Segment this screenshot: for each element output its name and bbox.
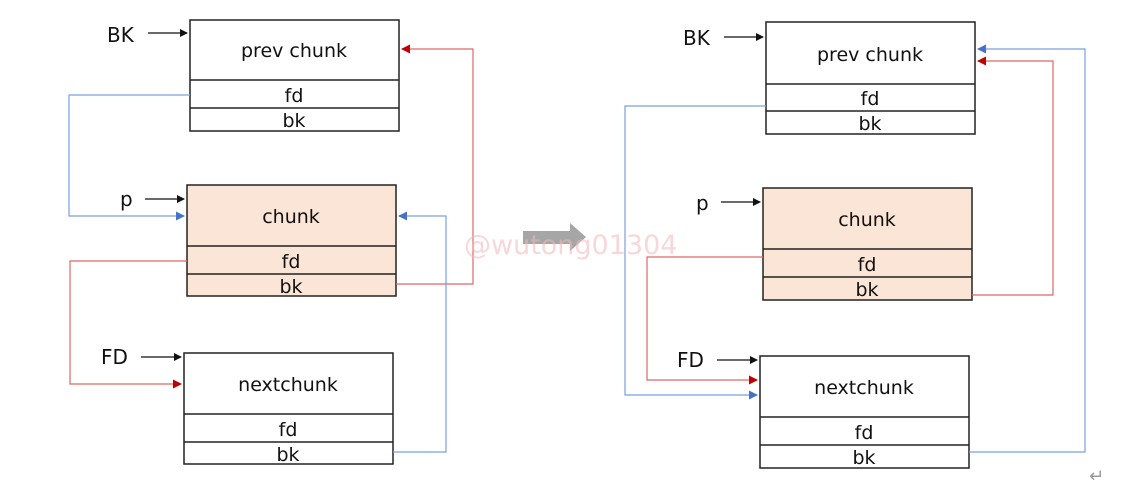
- bk-pointer-label: BK: [107, 23, 135, 47]
- nextchunk-block: nextchunk fd bk: [183, 352, 394, 466]
- nextchunk-block: nextchunk fd bk: [759, 355, 970, 469]
- chunk-block: chunk fd bk: [762, 187, 973, 301]
- nextchunk-bk-field: bk: [276, 444, 299, 466]
- return-symbol-icon: ↵: [1089, 466, 1104, 487]
- prev-chunk-label: prev chunk: [817, 44, 923, 66]
- fd-pointer-label: FD: [101, 345, 128, 369]
- prev-chunk-label: prev chunk: [241, 40, 347, 62]
- prev-chunk-bk-field: bk: [282, 110, 305, 132]
- chunk-fd-field: fd: [282, 251, 301, 273]
- nextchunk-bk-to-chunk-link: [393, 211, 447, 453]
- prev-chunk-block: prev chunk fd bk: [765, 21, 976, 135]
- prev-fd-to-nextchunk-link: [624, 105, 766, 400]
- chunk-bk-to-prev-link: [396, 44, 474, 285]
- chunk-label: chunk: [262, 206, 320, 228]
- chunk-fd-to-nextchunk-link: [646, 256, 763, 385]
- chunk-bk-field: bk: [279, 276, 302, 298]
- watermark-text: @wutong01304: [464, 230, 677, 261]
- chunk-bk-field: bk: [855, 279, 878, 301]
- prev-chunk-fd-field: fd: [285, 85, 304, 107]
- nextchunk-fd-field: fd: [855, 422, 874, 444]
- chunk-label: chunk: [838, 209, 896, 231]
- chunk-fd-field: fd: [858, 254, 877, 276]
- chunk-block: chunk fd bk: [186, 184, 397, 298]
- p-pointer-label: p: [120, 187, 133, 211]
- nextchunk-label: nextchunk: [238, 374, 338, 396]
- diagram-after: prev chunk fd bk chunk fd bk nextchunk f…: [624, 21, 1086, 469]
- nextchunk-bk-field: bk: [852, 447, 875, 469]
- chunk-bk-to-prev-link: [972, 56, 1054, 296]
- bk-pointer-label: BK: [683, 26, 711, 50]
- transition-arrow-icon: [523, 223, 586, 251]
- nextchunk-fd-field: fd: [279, 419, 298, 441]
- prev-chunk-block: prev chunk fd bk: [189, 19, 400, 132]
- fd-pointer-label: FD: [677, 348, 704, 372]
- prev-fd-to-chunk-link: [68, 94, 190, 221]
- prev-chunk-bk-field: bk: [858, 113, 881, 135]
- nextchunk-label: nextchunk: [814, 377, 914, 399]
- prev-chunk-fd-field: fd: [861, 88, 880, 110]
- diagram-before: prev chunk fd bk chunk fd bk nextchunk f…: [68, 19, 474, 466]
- nextchunk-bk-to-prev-link: [969, 44, 1086, 453]
- chunk-fd-to-nextchunk-link: [69, 260, 187, 389]
- p-pointer-label: p: [696, 191, 709, 215]
